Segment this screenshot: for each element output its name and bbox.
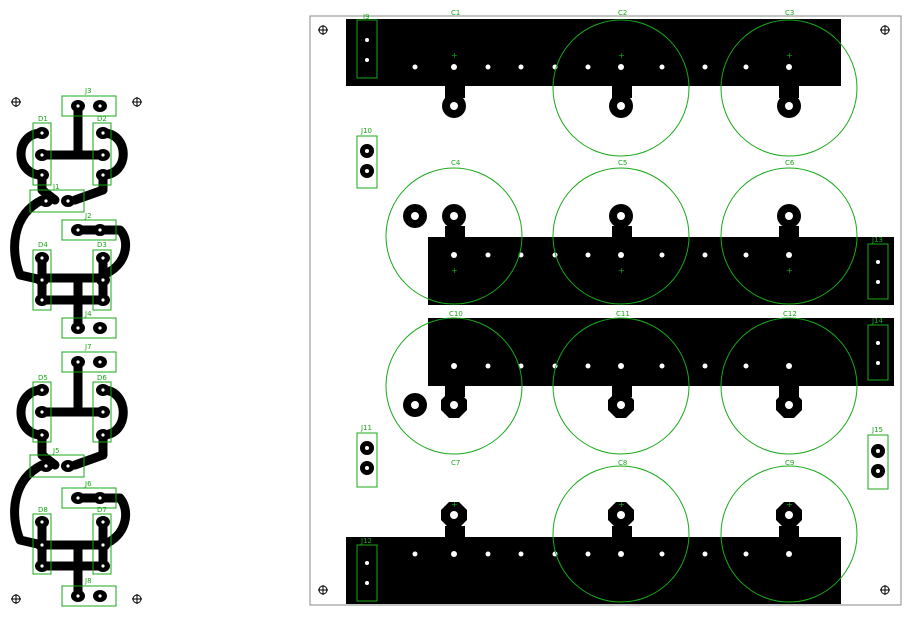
label-c4: C4 xyxy=(451,159,461,167)
label-j14: J14 xyxy=(871,317,884,325)
label-j6: J6 xyxy=(84,480,92,488)
label-d8: D8 xyxy=(38,506,48,514)
label-c12: C12 xyxy=(783,310,797,318)
capacitor-designators: C1 C2 C3 C4 C5 C6 C10 C11 C12 C7 C8 C9 xyxy=(449,9,797,467)
right-board: + + + + + + + + + xyxy=(309,9,902,606)
label-d1: D1 xyxy=(38,115,48,123)
label-d6: D6 xyxy=(97,374,107,382)
label-j3: J3 xyxy=(84,87,92,95)
left-board: J3 D1 D2 J1 J2 D4 D3 J4 J7 D5 D6 J5 J6 D… xyxy=(10,87,142,607)
label-d2: D2 xyxy=(97,115,107,123)
left-designators: J3 D1 D2 J1 J2 D4 D3 J4 J7 D5 D6 J5 J6 D… xyxy=(38,87,107,585)
label-j13: J13 xyxy=(871,236,883,244)
svg-text:+: + xyxy=(451,266,458,275)
capacitor-outlines xyxy=(385,19,858,603)
label-d4: D4 xyxy=(38,241,48,249)
svg-text:+: + xyxy=(786,266,793,275)
label-c9: C9 xyxy=(785,459,794,467)
board-outline xyxy=(309,15,902,606)
label-j10: J10 xyxy=(360,127,372,135)
label-j1: J1 xyxy=(52,183,60,191)
label-j4: J4 xyxy=(84,310,92,318)
mounting-hole-icon xyxy=(880,25,890,35)
svg-text:+: + xyxy=(618,266,625,275)
connector-designators: J9 J10 J13 J14 J11 J15 J12 xyxy=(360,13,884,545)
label-c1: C1 xyxy=(451,9,460,17)
label-c6: C6 xyxy=(785,159,795,167)
label-c8: C8 xyxy=(618,459,627,467)
bridge-traces-upper xyxy=(10,101,131,333)
label-c11: C11 xyxy=(616,310,630,318)
svg-text:+: + xyxy=(451,500,458,509)
mounting-hole-icon xyxy=(318,25,328,35)
label-j15: J15 xyxy=(871,426,883,434)
mounting-hole-icon xyxy=(132,594,142,604)
label-c2: C2 xyxy=(618,9,627,17)
polarity-marks: + + + + + + + + + xyxy=(451,51,793,509)
label-c3: C3 xyxy=(785,9,794,17)
label-j9: J9 xyxy=(362,13,370,21)
mounting-hole-icon xyxy=(132,97,142,107)
bridge-traces-lower xyxy=(10,357,131,601)
svg-text:+: + xyxy=(786,500,793,509)
label-j12: J12 xyxy=(360,537,372,545)
svg-text:+: + xyxy=(618,500,625,509)
svg-text:+: + xyxy=(451,51,458,60)
label-j8: J8 xyxy=(84,577,92,585)
label-c5: C5 xyxy=(618,159,627,167)
bus-bar-holes xyxy=(412,64,792,557)
capacitor-pads xyxy=(403,94,802,528)
label-j2: J2 xyxy=(84,212,92,220)
label-d5: D5 xyxy=(38,374,48,382)
label-c7: C7 xyxy=(451,459,460,467)
mounting-hole-icon xyxy=(318,585,328,595)
left-silkscreen-outlines xyxy=(29,95,117,607)
label-d7: D7 xyxy=(97,506,107,514)
svg-text:+: + xyxy=(786,51,793,60)
left-pads xyxy=(35,100,110,602)
label-j7: J7 xyxy=(84,343,92,351)
connectors xyxy=(356,19,889,602)
mounting-hole-icon xyxy=(880,585,890,595)
mounting-hole-icon xyxy=(11,97,21,107)
label-j5: J5 xyxy=(52,447,60,455)
label-d3: D3 xyxy=(97,241,107,249)
svg-text:+: + xyxy=(618,51,625,60)
mounting-hole-icon xyxy=(11,594,21,604)
label-j11: J11 xyxy=(360,424,372,432)
label-c10: C10 xyxy=(449,310,463,318)
